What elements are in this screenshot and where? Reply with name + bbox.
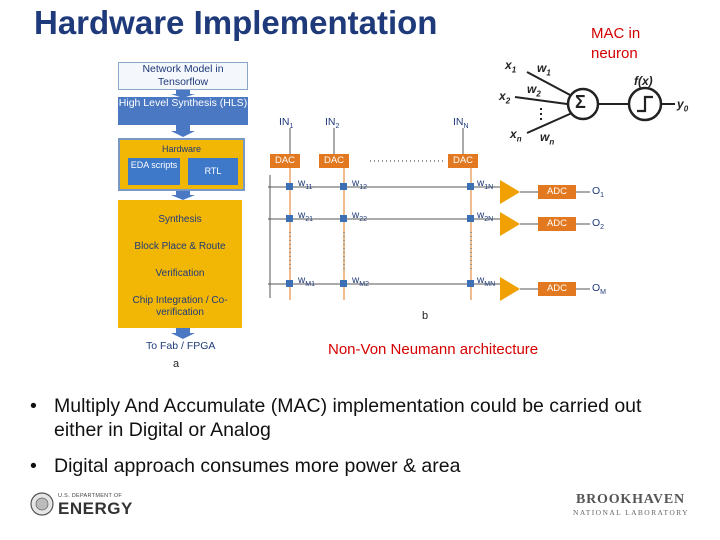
weight-cell: [286, 280, 293, 287]
doe-logo-text: ENERGY: [58, 499, 133, 518]
eda-scripts-box: EDA scripts: [128, 158, 180, 185]
amplifier-icon: [500, 277, 520, 301]
neuron-xn-label: xn: [510, 127, 522, 144]
network-model-box: Network Model in Tensorflow: [118, 62, 248, 90]
weight-label: w1N: [477, 178, 494, 191]
weight-label: w21: [298, 210, 314, 223]
weight-label: w11: [298, 178, 313, 191]
adc-block-2: ADC: [538, 217, 576, 231]
panel-label-b: b: [422, 310, 429, 322]
bullet-dot-icon: •: [30, 395, 37, 417]
output-label-m: OM: [592, 282, 607, 297]
weight-label: wM2: [352, 275, 369, 288]
amplifier-icon: [500, 180, 520, 204]
bullet-item: • Multiply And Accumulate (MAC) implement…: [30, 394, 690, 442]
input-label-1: IN1: [279, 116, 294, 131]
step-function-icon: [637, 95, 653, 113]
step-place-route: Block Place & Route: [134, 241, 226, 252]
dac-block-1: DAC: [270, 154, 300, 168]
step-synthesis: Synthesis: [158, 214, 202, 225]
input-label-n: INN: [453, 116, 469, 131]
flow-arrow-4: [171, 328, 195, 339]
adc-block-m: ADC: [538, 282, 576, 296]
flow-arrow-2: [171, 125, 195, 137]
hardware-label: Hardware: [161, 144, 201, 154]
weight-cell: [467, 183, 474, 190]
neuron-output-label: y0: [677, 97, 689, 114]
weight-cell: [286, 215, 293, 222]
bullet-text: Digital approach consumes more power & a…: [54, 455, 461, 477]
input-edge-1: [526, 71, 573, 97]
activation-function-label: f(x): [634, 74, 653, 88]
hls-box: High Level Synthesis (HLS): [118, 97, 248, 125]
step-verification: Verification: [155, 268, 205, 279]
amplifier-icon: [500, 212, 520, 236]
brookhaven-logo-text: BROOKHAVEN: [576, 492, 685, 507]
mac-caption-line1: MAC in: [591, 25, 641, 42]
step-chip-integration: Chip Integration / Co-verification: [132, 295, 228, 318]
output-label-2: O2: [592, 217, 605, 232]
neuron-w1-label: w1: [537, 61, 551, 78]
input-label-2: IN2: [325, 116, 340, 131]
weight-label: w22: [352, 210, 368, 223]
weight-label: w12: [352, 178, 368, 191]
non-von-neumann-caption: Non-Von Neumann architecture: [328, 341, 539, 358]
doe-logo-small-text: U.S. DEPARTMENT OF: [58, 493, 123, 499]
hardware-box: Hardware EDA scripts RTL: [118, 138, 245, 191]
neuron-wn-label: wn: [540, 130, 555, 147]
slide-title: Hardware Implementation: [34, 4, 438, 41]
weight-label: w2N: [477, 210, 494, 223]
bullet-item: • Digital approach consumes more power & …: [30, 454, 690, 478]
weight-cell: [340, 280, 347, 287]
bullet-list: • Multiply And Accumulate (MAC) implement…: [30, 394, 690, 490]
weight-cell: [467, 215, 474, 222]
weight-cell: [340, 215, 347, 222]
dac-block-2: DAC: [319, 154, 349, 168]
flow-arrow-3: [171, 191, 195, 200]
flow-arrow-1: [171, 90, 195, 98]
mac-caption: MAC in neuron: [591, 24, 640, 64]
dac-block-n: DAC: [448, 154, 478, 168]
weight-cell: [286, 183, 293, 190]
neuron-x1-label: x1: [505, 58, 517, 75]
bullet-dot-icon: •: [30, 455, 37, 477]
weight-label: wM1: [298, 275, 315, 288]
neuron-x2-label: x2: [499, 89, 511, 106]
neuron-w2-label: w2: [527, 82, 541, 99]
weight-label: wMN: [477, 275, 496, 288]
adc-block-1: ADC: [538, 185, 576, 199]
panel-label-a: a: [173, 358, 180, 370]
weight-cell: [340, 183, 347, 190]
implementation-steps-box: Synthesis Block Place & Route Verificati…: [118, 200, 242, 328]
weight-cell: [467, 280, 474, 287]
bullet-text: Multiply And Accumulate (MAC) implementa…: [54, 395, 642, 441]
sum-symbol: Σ: [575, 92, 586, 112]
input-edge-2: [514, 96, 568, 105]
to-fab-label: To Fab / FPGA: [146, 340, 216, 352]
rtl-box: RTL: [188, 158, 238, 185]
input-edge-n: [526, 112, 573, 134]
mac-caption-line2: neuron: [591, 45, 638, 62]
output-label-1: O1: [592, 185, 605, 200]
brookhaven-logo-subtext: NATIONAL LABORATORY: [573, 508, 689, 517]
doe-seal-logo: [30, 492, 54, 516]
